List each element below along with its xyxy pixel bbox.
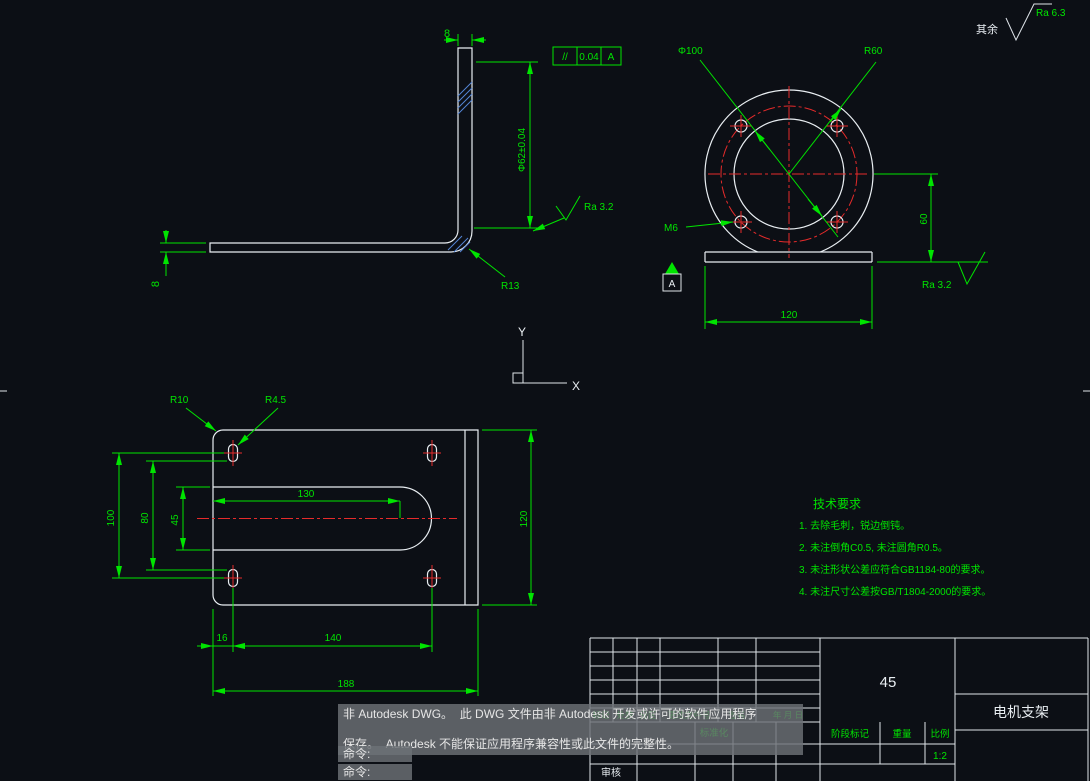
part-name: 电机支架 xyxy=(993,704,1049,720)
corner-roughness-note: 其余 Ra 6.3 xyxy=(976,3,1066,42)
ucs-y-label: Y xyxy=(518,325,526,339)
fcf-datum: A xyxy=(608,52,615,63)
dim-130: 130 xyxy=(298,489,315,500)
dim-60: 60 xyxy=(919,213,930,225)
datum-letter: A xyxy=(669,279,676,290)
r10-label: R10 xyxy=(170,395,189,406)
material-value: 45 xyxy=(880,674,897,691)
surface-finish-icon xyxy=(1005,3,1052,42)
dim-left-thickness: 8 xyxy=(150,281,162,287)
slotted-holes xyxy=(224,440,441,591)
dim-16: 16 xyxy=(216,633,228,644)
front-view: Φ100 R60 M6 60 120 A Ra 3.2 xyxy=(662,46,988,329)
fcf-tolerance: 0.04 xyxy=(579,52,599,63)
fcf-symbol: // xyxy=(562,52,568,63)
command-prompt-history: 命令: xyxy=(338,746,412,762)
dim-120-plate: 120 xyxy=(519,510,530,527)
ucs-icon: Y X xyxy=(512,325,580,393)
dim-188: 188 xyxy=(338,679,355,690)
tech-req-item: 2. 未注倒角C0.5, 未注圆角R0.5。 xyxy=(799,541,948,554)
others-label: 其余 xyxy=(976,22,998,36)
datum-frame xyxy=(662,273,682,292)
ra-63-label: Ra 6.3 xyxy=(1036,8,1066,19)
ucs-x-label: X xyxy=(572,379,580,393)
plate-outline xyxy=(212,429,479,606)
radius-r13-label: R13 xyxy=(501,281,520,292)
datum-triangle xyxy=(665,262,679,274)
dim-80: 80 xyxy=(140,512,151,524)
r45-label: R4.5 xyxy=(265,395,287,406)
tech-req-item: 3. 未注形状公差应符合GB1184-80的要求。 xyxy=(799,563,991,576)
m6-label: M6 xyxy=(664,223,678,234)
dwg-warning-message: 非 Autodesk DWG。 此 DWG 文件由非 Autodesk 开发或许… xyxy=(338,704,803,755)
stage-mark-label: 阶段标记 xyxy=(831,728,870,740)
surface-finish-icon xyxy=(532,195,581,232)
tech-req-title: 技术要求 xyxy=(813,497,861,511)
technical-requirements: 技术要求 1. 去除毛刺，锐边倒钝。 2. 未注倒角C0.5, 未注圆角R0.5… xyxy=(799,497,991,598)
audit-label: 审核 xyxy=(601,766,621,779)
tech-req-item: 4. 未注尺寸公差按GB/T1804-2000的要求。 xyxy=(799,585,991,598)
l-profile-outline xyxy=(209,47,473,253)
scale-value: 1:2 xyxy=(933,751,947,762)
parallelism-frame: // 0.04 A xyxy=(552,46,622,66)
dim-diameter: Φ62±0.04 xyxy=(517,128,528,172)
surface-finish-label: Ra 3.2 xyxy=(922,280,952,291)
surface-finish-label: Ra 3.2 xyxy=(584,202,614,213)
side-view: 8 8 Φ62±0.04 // 0.04 A Ra 3.2 R13 xyxy=(150,28,622,292)
scale-label: 比例 xyxy=(930,728,949,740)
weight-label: 重量 xyxy=(892,728,912,740)
top-view: R10 R4.5 130 100 80 45 120 16 xyxy=(106,395,537,696)
section-hatch xyxy=(447,81,473,253)
tech-req-item: 1. 去除毛刺，锐边倒钝。 xyxy=(799,519,910,532)
dim-100: 100 xyxy=(106,509,117,526)
dim-45: 45 xyxy=(170,514,181,526)
dim-120: 120 xyxy=(781,310,798,321)
dia-100-label: Φ100 xyxy=(678,46,703,57)
warning-line-1: 非 Autodesk DWG。 此 DWG 文件由非 Autodesk 开发或许… xyxy=(343,707,757,721)
surface-finish-icon xyxy=(957,251,986,286)
r60-label: R60 xyxy=(864,46,883,57)
dim-top-thickness: 8 xyxy=(444,28,450,40)
dim-140: 140 xyxy=(325,633,342,644)
command-prompt-input[interactable]: 命令: xyxy=(338,764,412,780)
